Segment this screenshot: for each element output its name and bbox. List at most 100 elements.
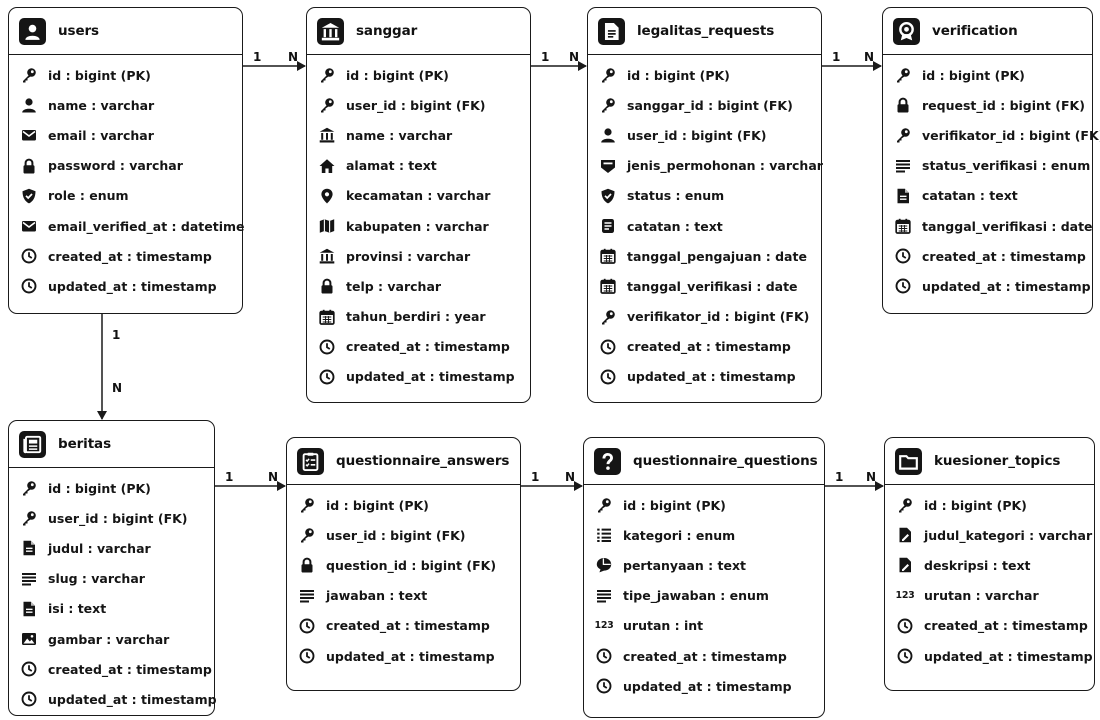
field-list: id : bigint (PK)sanggar_id : bigint (FK)… <box>588 55 823 392</box>
shield-check-icon <box>600 188 616 204</box>
entity-header: beritas <box>9 421 214 468</box>
field-row: created_at : timestamp <box>588 332 821 362</box>
field-text: id : bigint (PK) <box>48 67 151 83</box>
entity-title: kuesioner_topics <box>934 453 1061 469</box>
field-row: created_at : timestamp <box>287 611 520 641</box>
clock-icon <box>21 248 37 264</box>
mail-icon <box>21 127 37 143</box>
field-text: telp : varchar <box>346 278 442 294</box>
entity-header: questionnaire_answers <box>287 438 520 485</box>
clock-icon <box>319 339 335 355</box>
entity-title: legalitas_requests <box>637 23 775 39</box>
field-row: created_at : timestamp <box>9 241 242 271</box>
home-icon <box>319 158 335 174</box>
clock-icon <box>600 339 616 355</box>
cardinality-one-label: 1 <box>541 50 550 64</box>
field-text: isi : text <box>48 601 107 617</box>
field-text: user_id : bigint (FK) <box>48 510 188 526</box>
field-row: kecamatan : varchar <box>307 181 530 211</box>
entity-header: kuesioner_topics <box>885 438 1094 485</box>
field-text: pertanyaan : text <box>623 557 747 573</box>
field-text: updated_at : timestamp <box>48 278 217 294</box>
file-icon <box>21 540 37 556</box>
field-text: judul : varchar <box>48 540 151 556</box>
cardinality-many-label: N <box>569 50 580 64</box>
field-text: id : bigint (PK) <box>924 497 1027 513</box>
field-row: id : bigint (PK) <box>588 60 821 90</box>
key-icon <box>895 127 911 143</box>
entity-beritas: beritas id : bigint (PK) user_id : bigint … <box>8 420 217 716</box>
field-text: password : varchar <box>48 158 183 174</box>
key-icon <box>319 97 335 113</box>
cardinality-one-label: 1 <box>531 470 540 484</box>
field-text: created_at : timestamp <box>623 648 787 664</box>
calendar-icon <box>895 218 911 234</box>
field-row: created_at : timestamp <box>307 332 530 362</box>
field-text: kabupaten : varchar <box>346 218 489 234</box>
field-row: judul_kategori : varchar <box>885 520 1094 550</box>
clock-icon <box>21 278 37 294</box>
field-row: judul : varchar <box>9 533 214 563</box>
key-icon <box>600 97 616 113</box>
badge-icon <box>893 17 920 45</box>
user-icon <box>19 17 46 45</box>
field-text: updated_at : timestamp <box>627 369 796 385</box>
field-text: tanggal_verifikasi : date <box>922 218 1093 234</box>
cardinality-one-label: 1 <box>832 50 841 64</box>
field-row: jenis_permohonan : varchar <box>588 151 823 181</box>
field-row: updated_at : timestamp <box>883 271 1092 301</box>
key-icon <box>600 67 616 83</box>
field-text: id : bigint (PK) <box>48 480 151 496</box>
field-row: kategori : enum <box>584 520 824 550</box>
field-text: tanggal_verifikasi : date <box>627 278 798 294</box>
field-text: alamat : text <box>346 158 437 174</box>
file-edit-icon <box>897 557 913 573</box>
number-icon: 123 <box>594 620 614 632</box>
folder-icon <box>895 447 922 475</box>
field-text: id : bigint (PK) <box>346 67 449 83</box>
field-text: email : varchar <box>48 127 154 143</box>
user-icon <box>600 127 616 143</box>
field-row: id : bigint (PK) <box>885 490 1094 520</box>
field-text: catatan : text <box>627 218 723 234</box>
field-row: kabupaten : varchar <box>307 211 530 241</box>
entity-header: users <box>9 8 242 55</box>
field-text: question_id : bigint (FK) <box>326 557 497 573</box>
key-icon <box>21 510 37 526</box>
field-text: urutan : varchar <box>924 588 1039 604</box>
field-text: created_at : timestamp <box>48 248 212 264</box>
key-icon <box>897 497 913 513</box>
field-row: user_id : bigint (FK) <box>307 90 530 120</box>
key-icon <box>600 309 616 325</box>
clock-icon <box>21 661 37 677</box>
field-text: gambar : varchar <box>48 631 170 647</box>
field-row: catatan : text <box>588 211 821 241</box>
lock-icon <box>319 278 335 294</box>
field-row: role : enum <box>9 181 242 211</box>
mail-icon <box>21 218 37 234</box>
field-text: slug : varchar <box>48 571 145 587</box>
clock-icon <box>319 369 335 385</box>
field-list: id : bigint (PK) user_id : bigint (FK)nam… <box>307 55 530 392</box>
entity-title: beritas <box>58 436 112 452</box>
field-text: status : enum <box>627 188 725 204</box>
field-row: updated_at : timestamp <box>588 362 821 392</box>
cardinality-many-label: N <box>866 470 877 484</box>
field-row: email_verified_at : datetime <box>9 211 244 241</box>
field-text: kategori : enum <box>623 527 736 543</box>
field-text: id : bigint (PK) <box>627 67 730 83</box>
building-icon <box>317 17 344 45</box>
file-edit-icon <box>897 527 913 543</box>
cardinality-one-label: 1 <box>225 470 234 484</box>
field-text: tahun_berdiri : year <box>346 309 486 325</box>
key-icon <box>319 67 335 83</box>
lock-icon <box>21 158 37 174</box>
field-row: pertanyaan : text <box>584 550 824 580</box>
field-row: name : varchar <box>307 120 530 150</box>
